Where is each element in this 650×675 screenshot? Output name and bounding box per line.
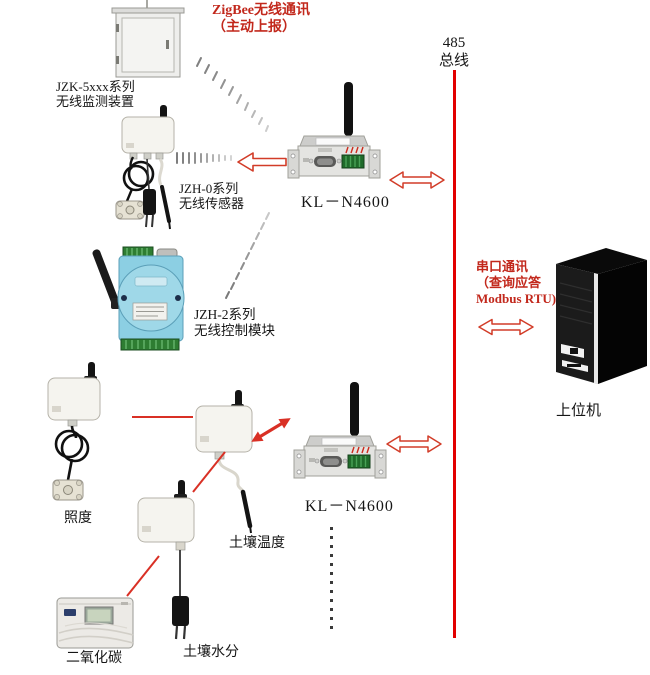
soil-temp-node-icon — [195, 390, 253, 534]
signal-waves-icon — [196, 57, 269, 132]
continuation-dotted-line — [330, 527, 333, 631]
cabinet-label-line1: JZK-5xxx系列 — [56, 79, 135, 94]
bus-label: 485 总线 — [430, 35, 478, 70]
soil-moisture-node-icon — [137, 480, 195, 640]
rs485-bus-line — [453, 70, 456, 638]
jzh2-label-line2: 无线控制模块 — [194, 322, 275, 338]
co2-label: 二氧化碳 — [66, 651, 122, 666]
signal-waves-lower-icon — [225, 212, 270, 299]
host-label: 上位机 — [556, 403, 602, 419]
kl-n4600-top-label: KL－N4600 — [301, 194, 390, 211]
double-arrow-top-icon — [389, 171, 445, 189]
host-computer-tower-icon — [556, 248, 647, 384]
jzh0-wireless-sensor-icon — [115, 105, 175, 230]
zigbee-annotation-line2: （主动上报） — [212, 19, 296, 35]
serial-annotation-line2: （查询应答 — [476, 275, 542, 290]
serial-annotation-line1: 串口通讯 — [476, 259, 529, 274]
jzh0-label-line1: JZH-0系列 — [179, 181, 239, 196]
connector-line-co2 — [126, 555, 160, 597]
double-arrow-node-icon — [251, 418, 291, 442]
kl-n4600-bottom-label: KL－N4600 — [305, 498, 394, 515]
signal-ticks-icon — [176, 152, 232, 164]
kl-n4600-bottom-icon — [293, 382, 387, 479]
connector-line-illuminance — [132, 416, 193, 418]
soil-moisture-label: 土壤水分 — [183, 645, 239, 660]
left-arrow-icon — [237, 152, 287, 172]
jzh0-label: JZH-0系列 无线传感器 — [179, 181, 244, 212]
kl-n4600-top-icon — [287, 82, 381, 179]
zigbee-annotation-line1: ZigBee无线通讯 — [212, 3, 310, 18]
double-arrow-bottom-icon — [386, 435, 442, 453]
cabinet-label-line2: 无线监测装置 — [56, 94, 135, 110]
jzh2-control-module-icon — [92, 246, 185, 351]
bus-label-line2: 总线 — [438, 52, 469, 69]
illuminance-node-icon — [47, 362, 101, 501]
jzh2-label: JZH-2系列 无线控制模块 — [194, 307, 275, 339]
jzh2-label-line1: JZH-2系列 — [194, 307, 256, 322]
jzh0-label-line2: 无线传感器 — [179, 196, 245, 212]
bus-label-line1: 485 — [442, 35, 466, 51]
cabinet-label: JZK-5xxx系列 无线监测装置 — [56, 79, 135, 110]
double-arrow-serial-icon — [478, 318, 534, 336]
zigbee-annotation: ZigBee无线通讯 （主动上报） — [212, 3, 310, 36]
illuminance-label: 照度 — [64, 511, 92, 526]
serial-annotation: 串口通讯 （查询应答 Modbus RTU) — [476, 259, 556, 307]
soil-temp-label: 土壤温度 — [229, 536, 285, 551]
monitoring-cabinet-icon — [111, 0, 185, 78]
co2-sensor-icon — [56, 597, 134, 649]
connector-line-moisture — [192, 451, 226, 493]
serial-annotation-line3: Modbus RTU) — [476, 291, 557, 306]
